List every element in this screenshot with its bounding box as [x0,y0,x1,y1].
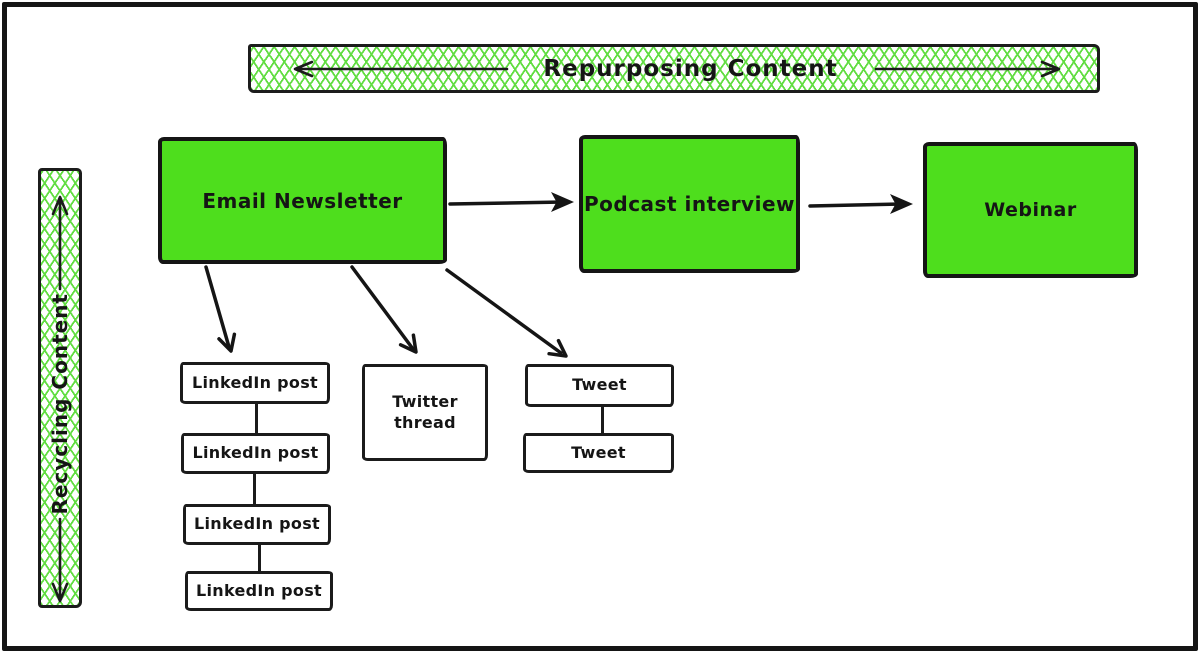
recycling-banner-label: Recycling Content [48,293,72,515]
repurposing-left-arrow-icon [294,60,509,77]
node-tweet-1: Tweet [525,364,674,407]
repurposing-banner: Repurposing Content [248,44,1100,93]
node-email-newsletter: Email Newsletter [158,137,447,264]
connector-linkedin-3-4 [258,544,261,572]
node-linkedin-post-1: LinkedIn post [180,362,330,404]
recycling-down-arrow-icon [51,517,69,602]
node-webinar: Webinar [923,142,1138,278]
node-linkedin-post-2-label: LinkedIn post [192,443,319,463]
recycling-banner: Recycling Content [38,168,82,608]
repurposing-right-arrow-icon [874,60,1060,77]
node-podcast-interview-label: Podcast interview [583,192,795,216]
node-linkedin-post-3: LinkedIn post [183,504,331,545]
node-linkedin-post-1-label: LinkedIn post [191,372,319,392]
node-tweet-2-label: Tweet [571,442,626,462]
recycling-up-arrow-icon [51,195,69,291]
connector-linkedin-2-3 [253,473,256,505]
node-twitter-thread-label: Twitter thread [392,391,458,432]
connector-linkedin-1-2 [255,403,258,434]
node-linkedin-post-3-label: LinkedIn post [193,514,321,534]
node-twitter-thread: Twitter thread [362,364,488,461]
node-email-newsletter-label: Email Newsletter [202,188,403,213]
node-podcast-interview: Podcast interview [579,135,800,273]
node-linkedin-post-2: LinkedIn post [181,433,330,474]
connector-tweet-1-2 [601,406,604,434]
node-tweet-2: Tweet [523,433,674,473]
node-webinar-label: Webinar [984,199,1077,221]
repurposing-banner-label: Repurposing Content [543,55,838,82]
node-linkedin-post-4: LinkedIn post [185,571,333,611]
node-tweet-1-label: Tweet [572,375,627,395]
node-linkedin-post-4-label: LinkedIn post [195,580,323,600]
